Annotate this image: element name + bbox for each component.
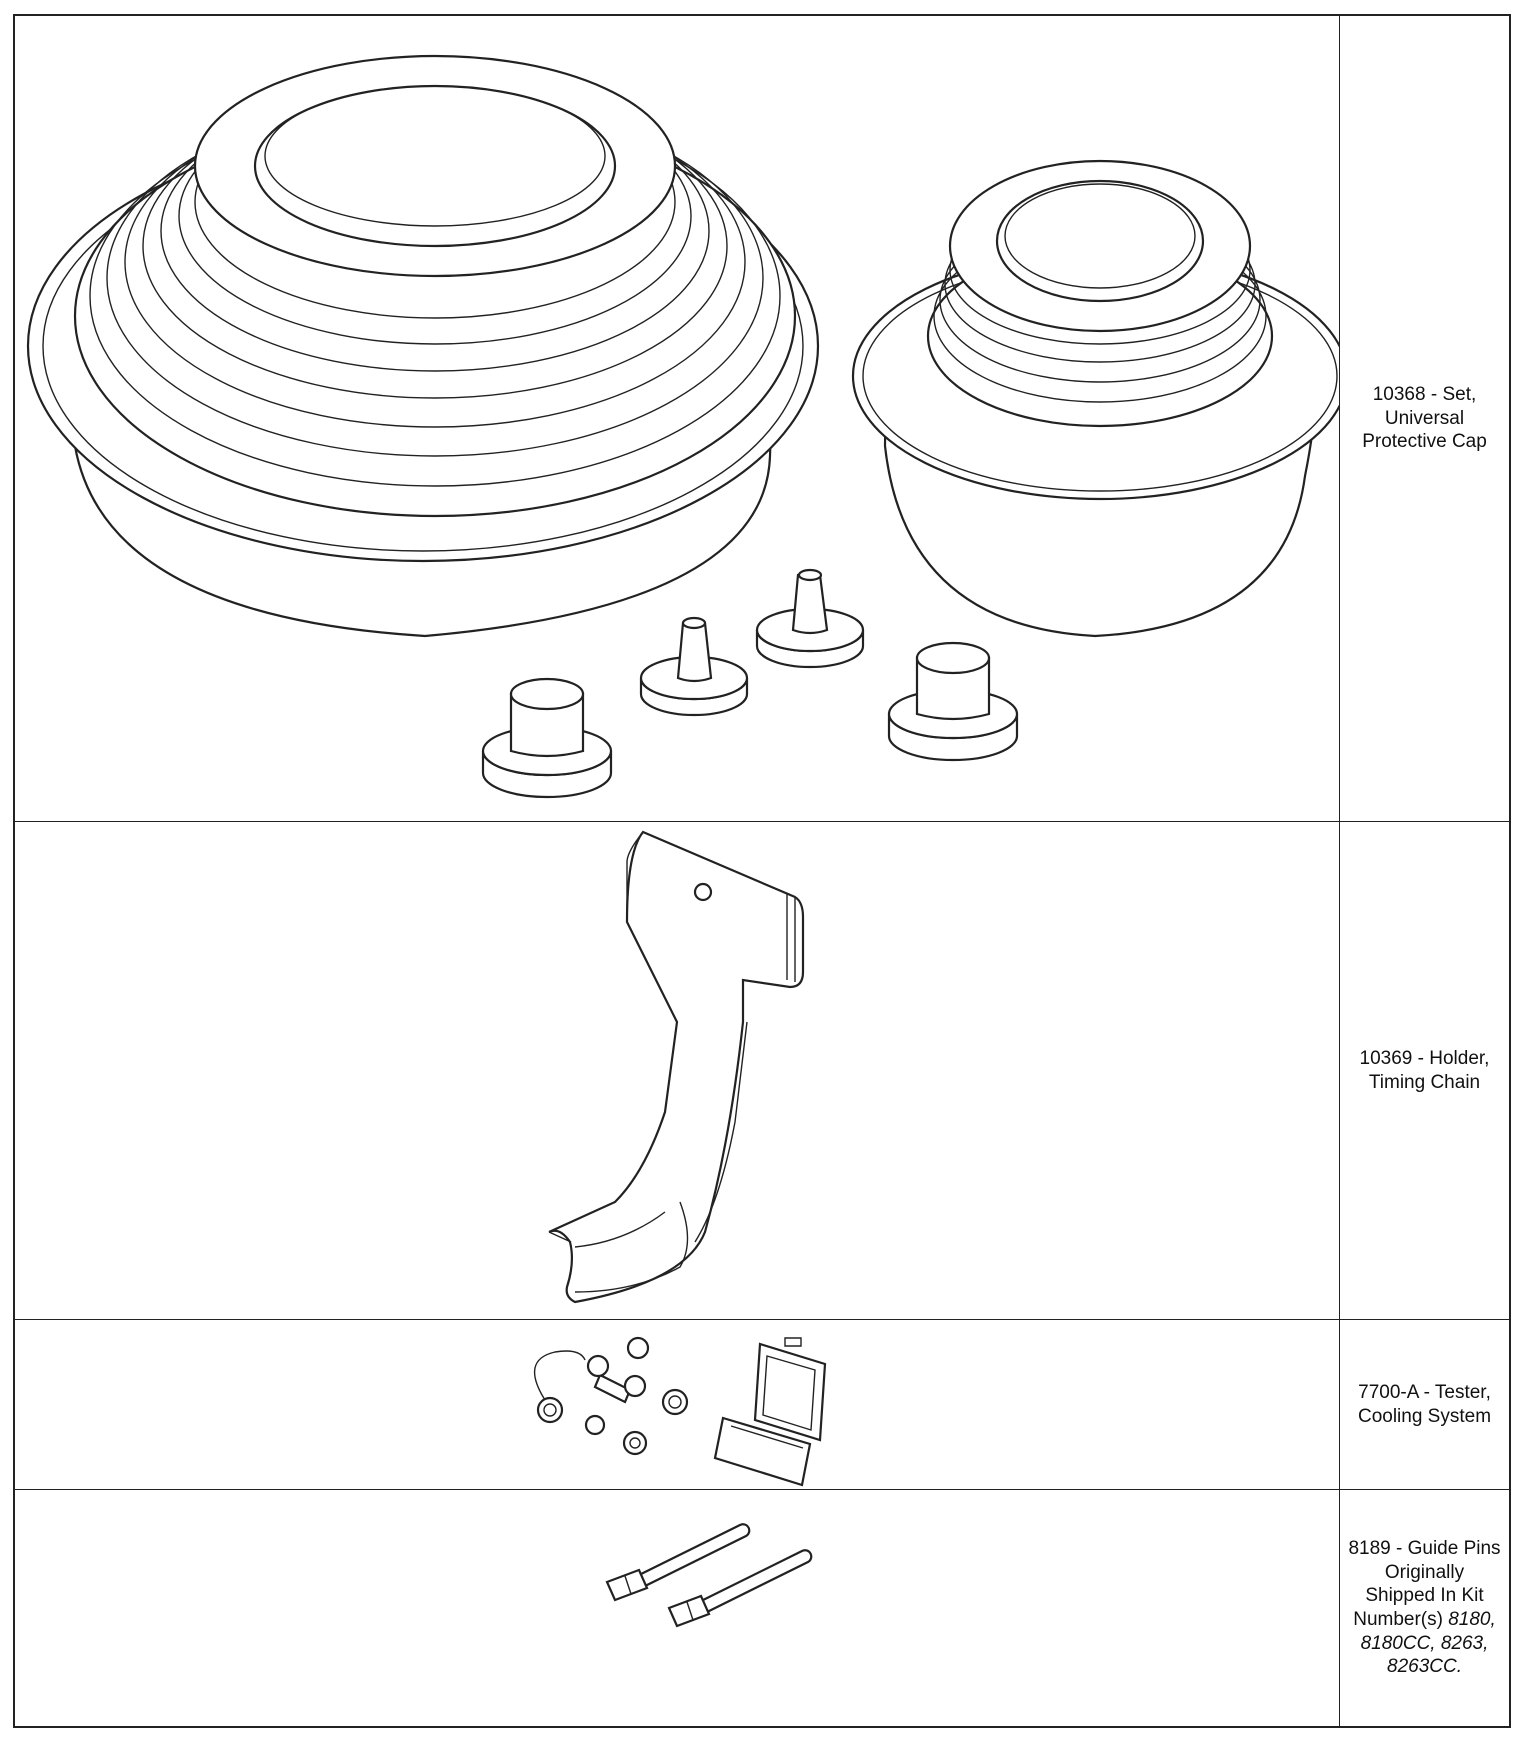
kit-number: 8180CC, 8263, — [1360, 1632, 1489, 1654]
timing-chain-holder-drawing — [15, 822, 1340, 1319]
label-line: Shipped In Kit — [1365, 1585, 1484, 1607]
kit-number: 8263CC. — [1387, 1656, 1462, 1678]
tool-label-10368: 10368 - Set, Universal Protective Cap — [1340, 16, 1509, 821]
guide-pin-2 — [669, 1550, 811, 1626]
tool-label-8189: 8189 - Guide Pins Originally Shipped In … — [1340, 1490, 1509, 1726]
tool-label-10369: 10369 - Holder, Timing Chain — [1340, 822, 1509, 1319]
kit-number: 8180, — [1448, 1609, 1496, 1630]
label-line: Cooling System — [1357, 1405, 1492, 1427]
cooling-system-tester-drawing — [15, 1320, 1340, 1489]
table-row-10368: 10368 - Set, Universal Protective Cap — [15, 16, 1509, 822]
label-line: 10369 - Holder, — [1359, 1047, 1490, 1069]
label-line: 7700-A - Tester, — [1358, 1381, 1491, 1403]
tool-label-7700-a: 7700-A - Tester, Cooling System — [1340, 1320, 1509, 1489]
timing-chain-holder — [549, 832, 803, 1302]
cooling-system-tester-kit — [535, 1338, 825, 1485]
guide-pins-drawing — [15, 1490, 1340, 1726]
label-line: Protective Cap — [1362, 431, 1487, 453]
label-line: 10368 - Set, — [1372, 384, 1477, 406]
label-line: Timing Chain — [1368, 1071, 1481, 1093]
table-row-8189: 8189 - Guide Pins Originally Shipped In … — [15, 1490, 1509, 1726]
guide-pins-illustration — [15, 1490, 1340, 1726]
table-row-7700-a: 7700-A - Tester, Cooling System — [15, 1320, 1509, 1490]
guide-pin-1 — [607, 1524, 749, 1600]
label-line: Number(s) 8180, — [1348, 1608, 1500, 1632]
special-tools-table: 10368 - Set, Universal Protective Cap — [13, 14, 1511, 1728]
protective-cap-set-illustration — [15, 16, 1340, 821]
protective-plugs — [483, 570, 1017, 797]
label-line-prefix: Number(s) — [1353, 1609, 1449, 1630]
cooling-system-tester-illustration — [15, 1320, 1340, 1489]
large-protective-cap — [28, 56, 818, 636]
label-line: 8189 - Guide Pins — [1348, 1538, 1501, 1560]
table-row-10369: 10369 - Holder, Timing Chain — [15, 822, 1509, 1320]
small-protective-cap — [853, 161, 1339, 636]
label-line: Originally — [1384, 1561, 1465, 1583]
protective-cap-set-drawing — [15, 16, 1339, 821]
label-line: Universal — [1384, 407, 1465, 429]
timing-chain-holder-illustration — [15, 822, 1340, 1319]
